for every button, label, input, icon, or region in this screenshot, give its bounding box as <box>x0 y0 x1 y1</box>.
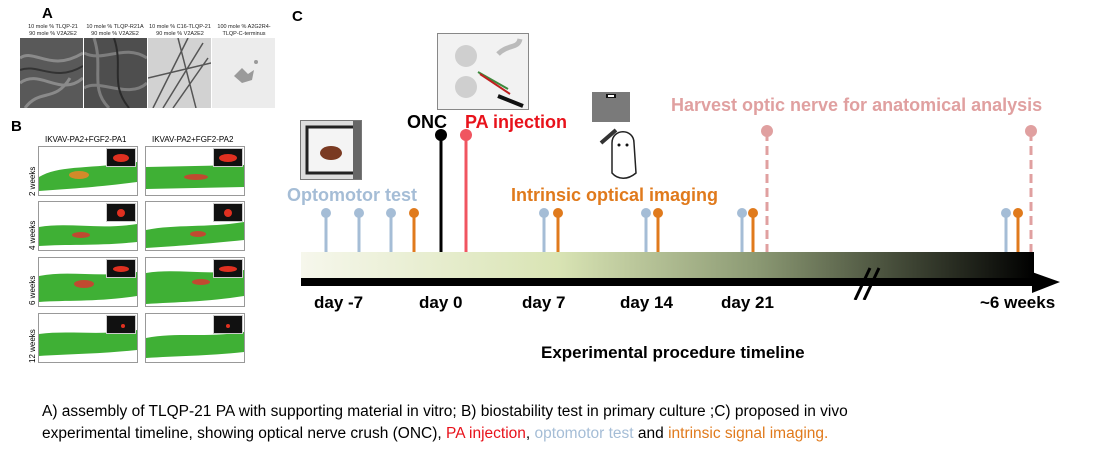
optomotor-marker-7 <box>1001 208 1011 252</box>
injection-apparatus-image <box>437 33 529 110</box>
panel-b-image-4w-2 <box>145 201 245 251</box>
tick-day-minus-7: day -7 <box>314 293 364 312</box>
caption-line-2: experimental timeline, showing optical n… <box>42 425 829 442</box>
harvest-label: Harvest optic nerve for anatomical analy… <box>671 95 1043 115</box>
panel-b-image-4w-1 <box>38 201 138 251</box>
panel-b-column-2: IKVAV-PA2+FGF2-PA2 <box>152 135 234 144</box>
panel-a-label-4: 100 mole % A2G2R4-TLQP-C-terminus <box>217 24 271 37</box>
timeline-bar <box>301 252 1034 282</box>
caption-pa-injection: PA injection <box>446 425 526 442</box>
optomotor-test-label: Optomotor test <box>287 185 417 205</box>
onc-label: ONC <box>407 112 447 132</box>
optomotor-marker-4 <box>539 208 549 252</box>
timeline-arrowhead <box>1032 272 1060 293</box>
panel-a-micrograph-4 <box>212 38 275 108</box>
panel-b-letter: B <box>11 118 22 135</box>
tick-6-weeks: ~6 weeks <box>980 293 1056 312</box>
panel-a-micrograph-3 <box>148 38 211 108</box>
optomotor-marker-6 <box>737 208 747 252</box>
tick-day-21: day 21 <box>721 293 774 312</box>
optomotor-marker-1 <box>321 208 331 252</box>
panel-a-letter: A <box>42 5 53 22</box>
onc-marker <box>435 129 447 252</box>
timeline-title: Experimental procedure timeline <box>541 343 805 362</box>
panel-b-image-12w-2 <box>145 313 245 363</box>
timeline-break-mark <box>853 267 881 300</box>
panel-b-column-1: IKVAV-PA2+FGF2-PA1 <box>45 135 127 144</box>
panel-b-image-6w-1 <box>38 257 138 307</box>
pa-injection-label: PA injection <box>465 112 568 132</box>
panel-b-row-4: 12 weeks <box>28 329 37 363</box>
optomotor-marker-5 <box>641 208 651 252</box>
caption-line-1: A) assembly of TLQP-21 PA with supportin… <box>42 403 848 420</box>
harvest-marker-1 <box>761 125 773 252</box>
panel-b-image-6w-2 <box>145 257 245 307</box>
imaging-screen-image <box>592 92 630 122</box>
timeline-graphic <box>301 125 1060 300</box>
intrinsic-marker-5 <box>1013 208 1023 252</box>
intrinsic-marker-4 <box>748 208 758 252</box>
intrinsic-imaging-label: Intrinsic optical imaging <box>511 185 719 205</box>
tick-day-7: day 7 <box>522 293 566 312</box>
panel-b-image-12w-1 <box>38 313 138 363</box>
intrinsic-marker-3 <box>653 208 663 252</box>
intrinsic-marker-1 <box>409 208 419 252</box>
pa-injection-marker <box>460 129 472 252</box>
mouse-icon <box>598 118 643 180</box>
optomotor-apparatus-image <box>300 120 362 180</box>
harvest-marker-2 <box>1025 125 1037 252</box>
caption-intrinsic: intrinsic signal imaging. <box>668 425 829 442</box>
optomotor-marker-2 <box>354 208 364 252</box>
panel-a-micrograph-2 <box>84 38 147 108</box>
tick-day-0: day 0 <box>419 293 463 312</box>
tick-day-14: day 14 <box>620 293 673 312</box>
panel-c-letter: C <box>292 8 303 25</box>
panel-a-micrograph-1 <box>20 38 83 108</box>
panel-b-image-2w-1 <box>38 146 138 196</box>
panel-b-image-2w-2 <box>145 146 245 196</box>
timeline-axis <box>301 278 1036 286</box>
optomotor-marker-3 <box>386 208 396 252</box>
intrinsic-marker-2 <box>553 208 563 252</box>
caption-optomotor: optomotor test <box>534 425 634 442</box>
